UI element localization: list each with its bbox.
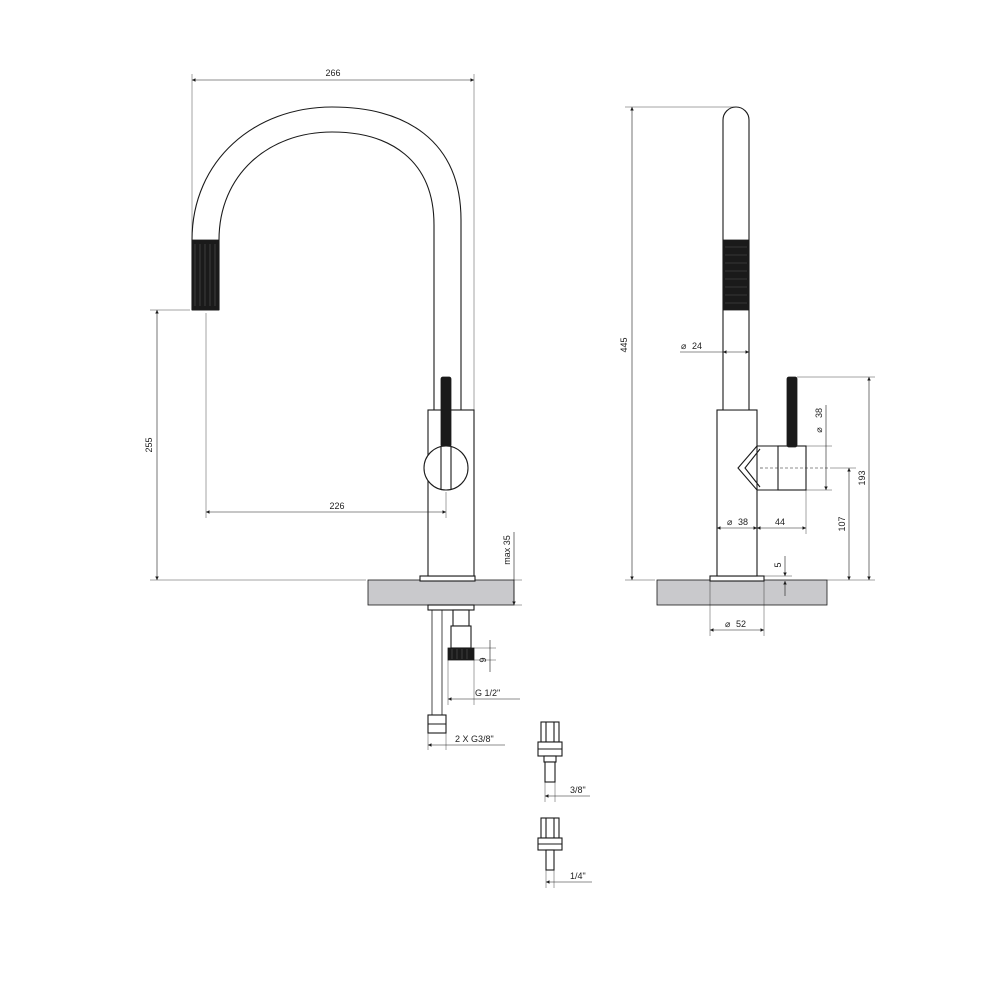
adapter-38-collar <box>543 755 557 763</box>
front-thread-lines <box>451 649 468 659</box>
side-lever-handle <box>786 376 798 448</box>
side-cone-inner <box>744 448 761 488</box>
front-shank-upper <box>452 609 470 627</box>
side-view: 445 ⌀ 24 ⌀ 38 193 107 ⌀ 38 44 5 <box>619 106 875 636</box>
dim-label-g12: G 1/2" <box>475 688 500 698</box>
adapter-14-nut <box>540 817 560 839</box>
front-base-flange <box>419 575 476 582</box>
dim-label-266: 266 <box>325 68 340 78</box>
front-shank-nut <box>450 625 472 649</box>
side-spout-grip <box>722 239 750 311</box>
dim-label-d52: 52 <box>736 619 746 629</box>
dim-label-d38-lever: 38 <box>814 408 824 418</box>
dim-label-226: 226 <box>329 501 344 511</box>
dim-label-44: 44 <box>775 517 785 527</box>
side-base-flange <box>709 575 765 582</box>
side-countertop <box>656 579 828 606</box>
dim-label-445: 445 <box>619 337 629 352</box>
side-body <box>716 409 758 577</box>
adapter-38-tube <box>544 761 556 783</box>
adapter-14-tube <box>545 849 555 871</box>
dim-label-g38: 2 X G3/8" <box>455 734 494 744</box>
adapter-14: 1/4" <box>537 817 592 888</box>
front-spout-grip <box>191 239 220 311</box>
front-lever-handle <box>440 376 452 448</box>
dim-label-9: 9 <box>478 657 488 662</box>
front-spout-outer <box>191 106 462 410</box>
dim-label-255: 255 <box>144 437 154 452</box>
dim-label-193: 193 <box>857 470 867 485</box>
dim-label-107: 107 <box>837 516 847 531</box>
front-thread-inlet <box>447 647 475 661</box>
front-countertop <box>367 579 515 606</box>
adapter-38: 3/8" <box>537 721 590 802</box>
dim-symbol-d52: ⌀ <box>725 619 731 629</box>
side-grip-ribs <box>725 246 747 304</box>
dim-symbol-d24: ⌀ <box>681 341 687 351</box>
front-lever-hub <box>423 445 469 491</box>
adapter-38-nut <box>540 721 560 743</box>
adapter-14-label: 1/4" <box>570 871 586 881</box>
front-spout-inner <box>218 131 435 410</box>
dim-symbol-d38-lever: ⌀ <box>814 427 824 433</box>
dim-label-5: 5 <box>773 562 783 567</box>
front-grip-ribs <box>194 244 216 306</box>
dim-label-max35: max 35 <box>502 535 512 565</box>
dim-symbol-d38-body: ⌀ <box>727 517 733 527</box>
front-fixing-washer <box>427 604 475 611</box>
adapter-38-label: 3/8" <box>570 785 586 795</box>
front-view: 266 255 226 max 35 9 G 1/2" 2 X G3/8" <box>144 68 522 750</box>
dim-label-d38-body: 38 <box>738 517 748 527</box>
dim-label-d24: 24 <box>692 341 702 351</box>
